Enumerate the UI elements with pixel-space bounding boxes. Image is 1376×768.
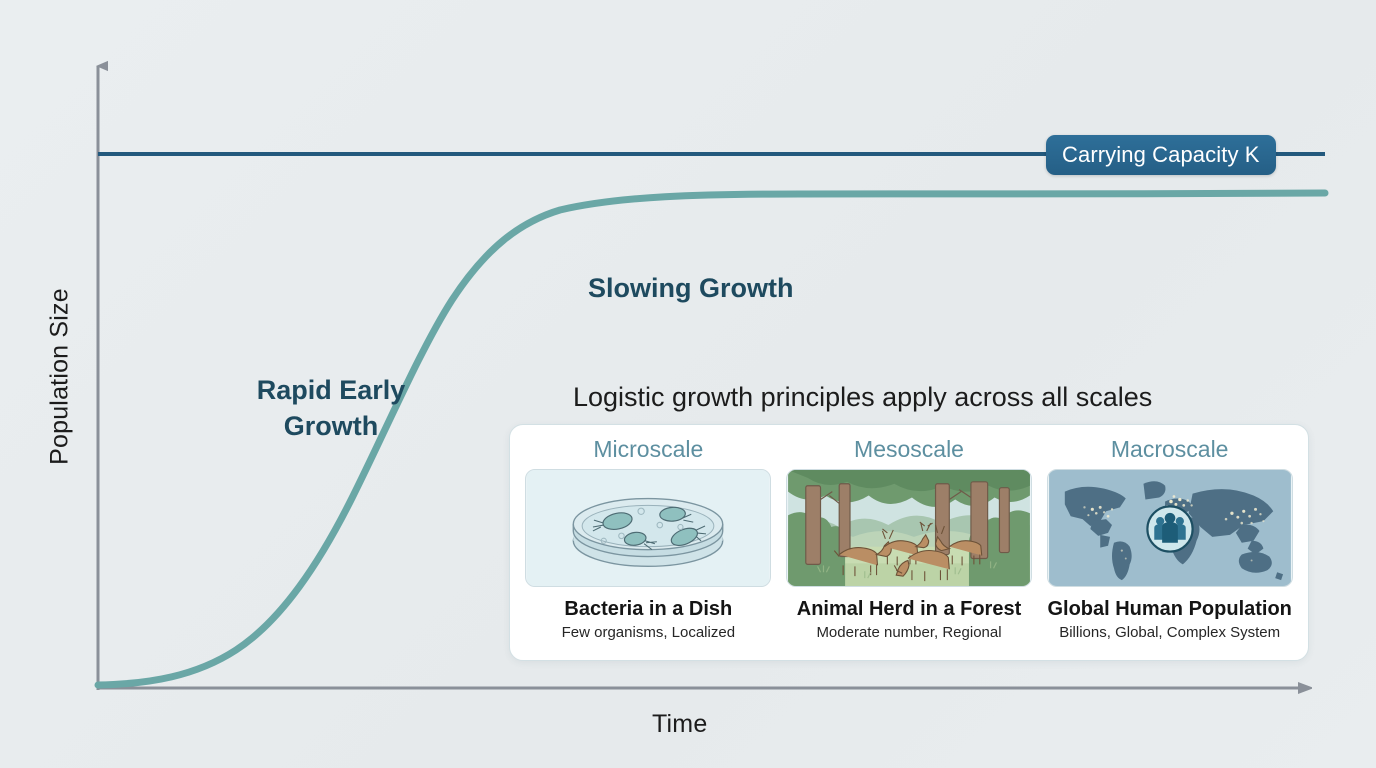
scale-subtitle-macroscale: Billions, Global, Complex System <box>1059 624 1281 641</box>
scale-subtitle-microscale: Few organisms, Localized <box>561 624 736 641</box>
scale-title-mesoscale: Animal Herd in a Forest <box>796 598 1022 620</box>
carrying-capacity-label: Carrying Capacity K <box>1062 142 1260 167</box>
scale-header-microscale: Microscale <box>593 436 704 462</box>
y-axis-label: Population Size <box>45 288 74 465</box>
petri-dish-illustration <box>525 469 772 587</box>
annotation-rapid-early-growth: Rapid Early Growth <box>256 375 406 441</box>
scale-column-microscale: Microscale <box>518 435 779 652</box>
carrying-capacity-badge: Carrying Capacity K <box>1046 135 1276 175</box>
scale-title-microscale: Bacteria in a Dish <box>564 598 733 620</box>
scale-title-macroscale: Global Human Population <box>1047 598 1292 620</box>
scale-column-macroscale: Macroscale <box>1039 435 1300 652</box>
scale-column-mesoscale: Mesoscale <box>779 435 1040 652</box>
forest-deer-illustration <box>786 469 1032 587</box>
x-axis-label: Time <box>652 710 708 738</box>
world-map-population-illustration <box>1046 469 1293 587</box>
scales-card: Microscale <box>509 424 1309 661</box>
scales-caption: Logistic growth principles apply across … <box>573 382 1153 412</box>
logistic-curve <box>94 189 1329 689</box>
scale-subtitle-mesoscale: Moderate number, Regional <box>816 624 1002 641</box>
scale-header-mesoscale: Mesoscale <box>854 436 964 462</box>
annotation-slowing-growth: Slowing Growth <box>588 273 794 303</box>
scale-header-macroscale: Macroscale <box>1110 436 1229 462</box>
